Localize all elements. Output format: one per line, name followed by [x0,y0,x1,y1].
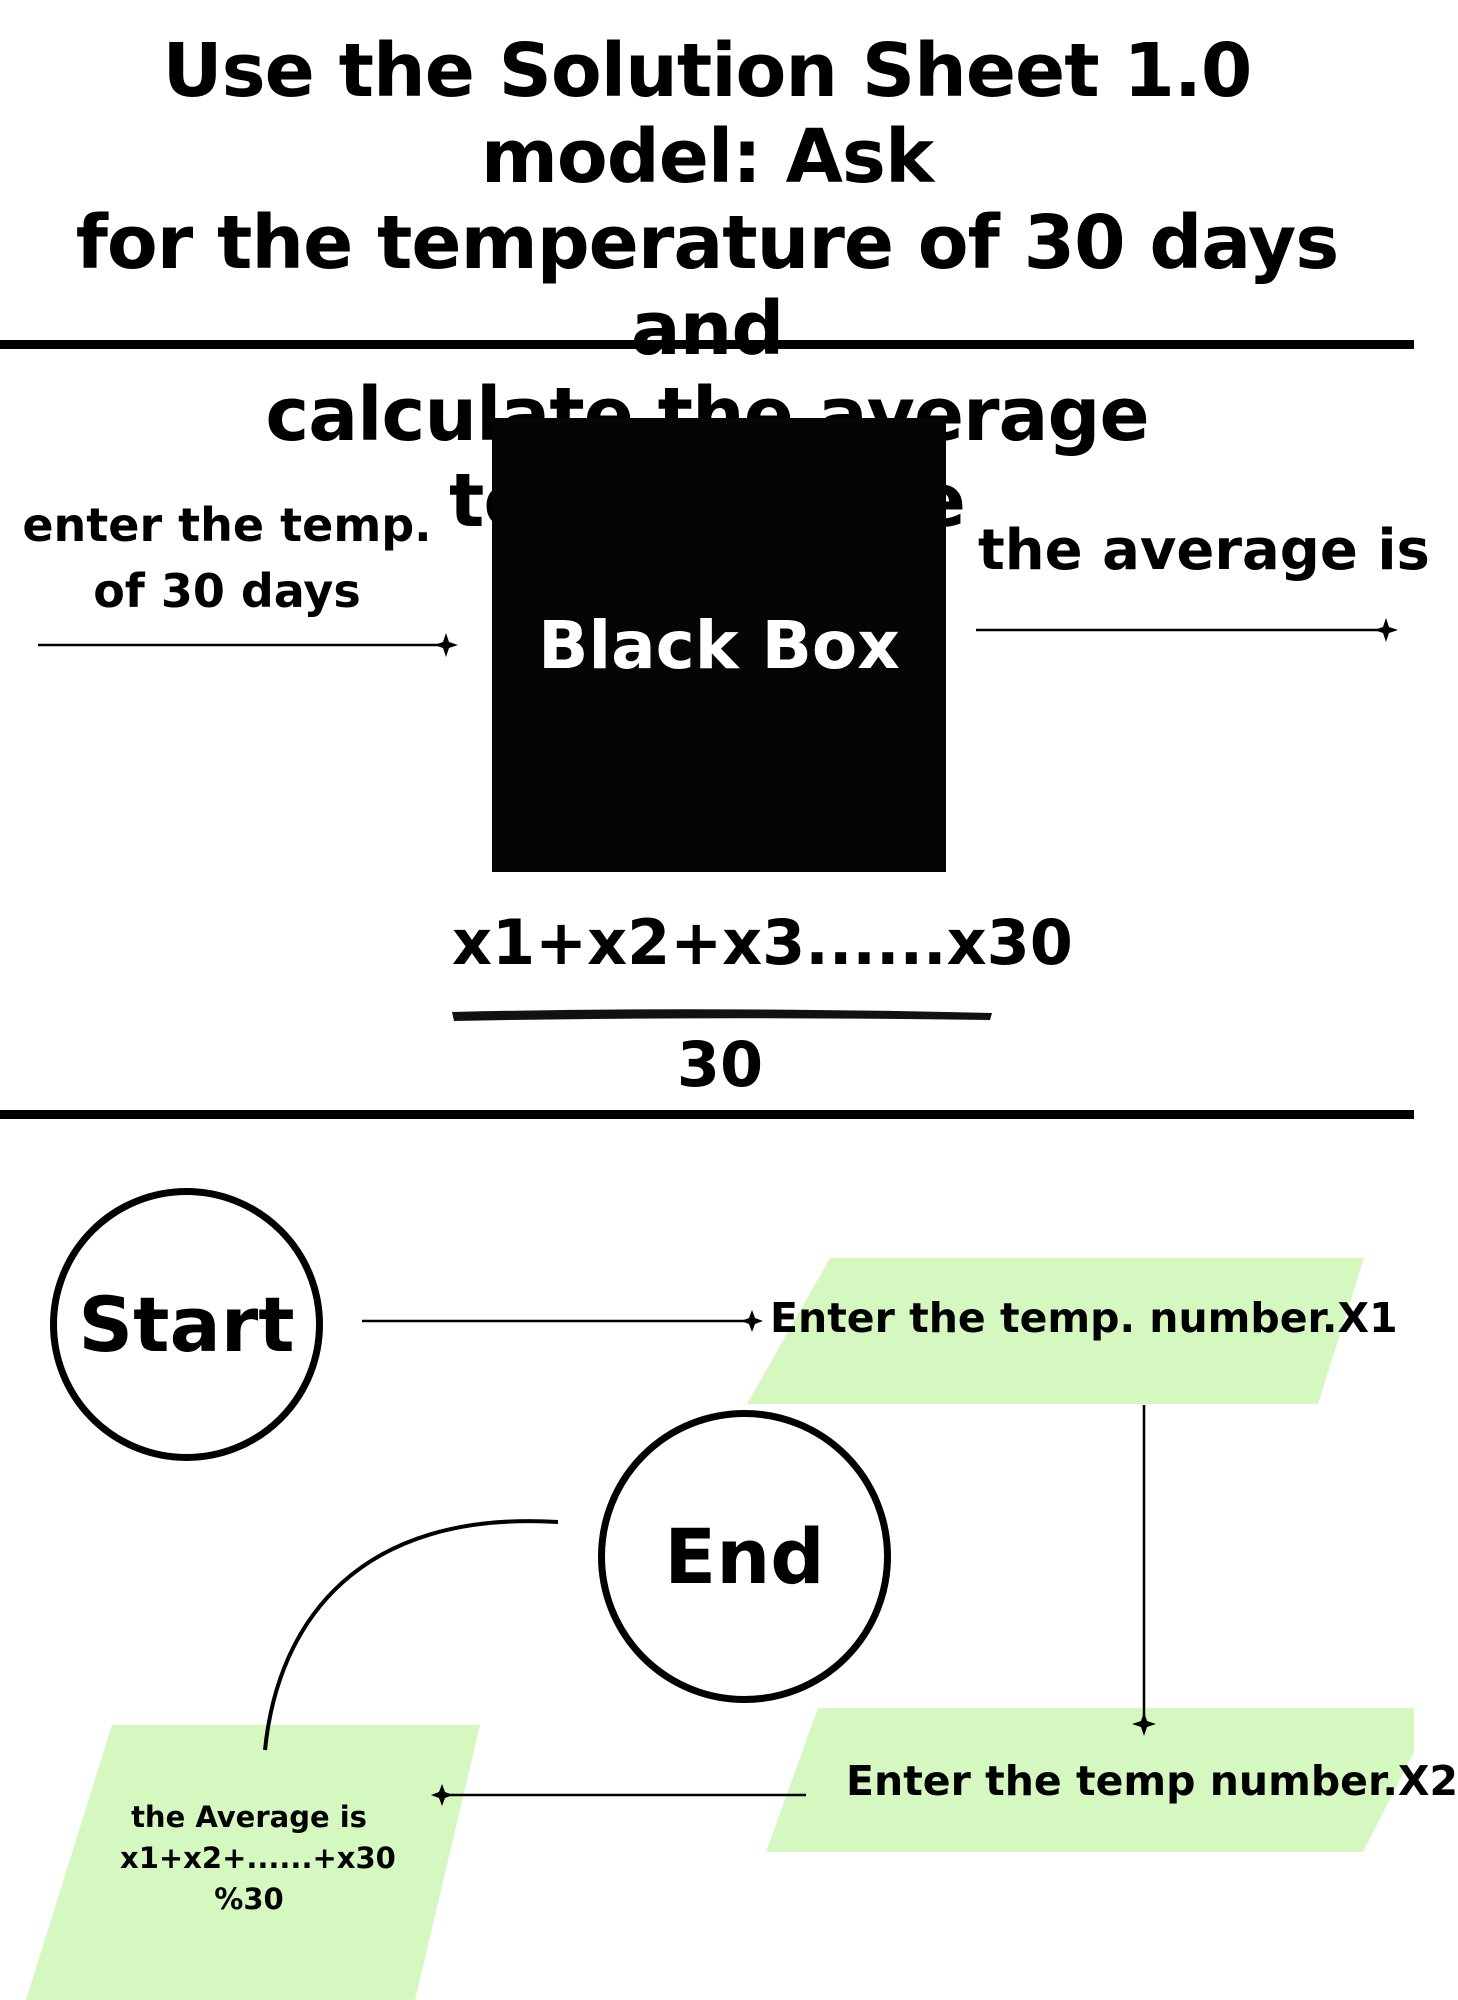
input-label-line-1: enter the temp. [22,498,432,552]
start-to-step1-spark [741,1310,763,1332]
result-to-end-curve [263,1519,559,1751]
input-label: enter the temp. of 30 days [20,492,434,624]
result-line-1: the Average is [131,1800,367,1834]
output-label: the average is [978,518,1430,583]
result-line-2: x1+x2+......+x30 [120,1841,396,1875]
formula-denominator: 30 [676,1028,764,1101]
title-line-1: Use the Solution Sheet 1.0 model: Ask [162,28,1253,200]
black-box-label: Black Box [538,606,900,684]
result-label: the Average is x1+x2+......+x30 %30 [120,1797,396,1920]
input-arrow-spark [434,633,458,657]
step2-to-result-spark [431,1784,453,1806]
bottom-divider [0,1110,1414,1119]
step2-label: Enter the temp number.X2 [846,1757,1458,1805]
end-node-label: End [664,1512,825,1601]
step1-parallelogram [747,1258,1364,1404]
start-node: Start [50,1188,323,1461]
title-line-2: for the temperature of 30 days and [75,200,1340,372]
step2-parallelogram [766,1708,1414,1852]
result-line-3: %30 [214,1882,284,1916]
step1-to-step2-spark [1132,1712,1156,1736]
end-node: End [598,1410,891,1703]
output-arrow-spark [1374,618,1398,642]
black-box: Black Box [492,418,946,872]
start-node-label: Start [78,1280,295,1369]
top-divider [0,340,1414,349]
input-label-line-2: of 30 days [93,564,361,618]
step1-label: Enter the temp. number.X1 [770,1294,1398,1342]
formula-numerator: x1+x2+x3......x30 [452,906,1073,979]
diagram-lines [26,618,1414,2000]
fraction-bar [452,1009,992,1021]
result-parallelogram [26,1725,480,2000]
